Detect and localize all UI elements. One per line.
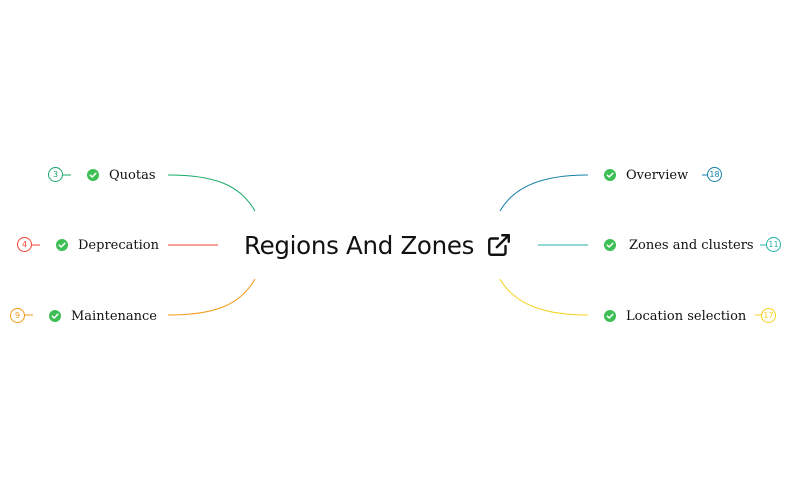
check-circle-icon xyxy=(604,169,616,181)
topic-label: Maintenance xyxy=(71,308,157,324)
branch-connector xyxy=(167,278,256,316)
child-count-badge[interactable]: 9 xyxy=(10,308,25,323)
child-count-badge[interactable]: 11 xyxy=(766,237,781,252)
topic-quotas[interactable]: Quotas xyxy=(87,165,156,185)
central-topic-title: Regions And Zones xyxy=(244,230,475,260)
topic-label: Overview xyxy=(626,167,689,183)
topic-deprecation[interactable]: Deprecation xyxy=(56,235,159,255)
branch-connector xyxy=(167,174,256,212)
external-link-icon[interactable] xyxy=(486,232,512,258)
check-circle-icon xyxy=(604,239,616,251)
child-count-badge[interactable]: 18 xyxy=(707,167,722,182)
child-count-badge[interactable]: 4 xyxy=(17,237,32,252)
topic-label: Zones and clusters xyxy=(629,237,754,253)
check-circle-icon xyxy=(49,310,61,322)
child-count-badge[interactable]: 17 xyxy=(761,308,776,323)
child-count-badge[interactable]: 3 xyxy=(48,167,63,182)
branch-connector xyxy=(499,174,589,212)
topic-label: Quotas xyxy=(109,167,156,183)
topic-maintenance[interactable]: Maintenance xyxy=(49,306,157,326)
central-topic[interactable]: Regions And Zones xyxy=(244,226,512,264)
branch-connector xyxy=(499,278,589,316)
check-circle-icon xyxy=(604,310,616,322)
topic-label: Location selection xyxy=(626,308,747,324)
topic-zones-and-clusters[interactable]: Zones and clusters xyxy=(604,235,754,255)
topic-location-selection[interactable]: Location selection xyxy=(604,306,746,326)
topic-label: Deprecation xyxy=(78,237,159,253)
check-circle-icon xyxy=(87,169,99,181)
check-circle-icon xyxy=(56,239,68,251)
topic-overview[interactable]: Overview xyxy=(604,165,688,185)
